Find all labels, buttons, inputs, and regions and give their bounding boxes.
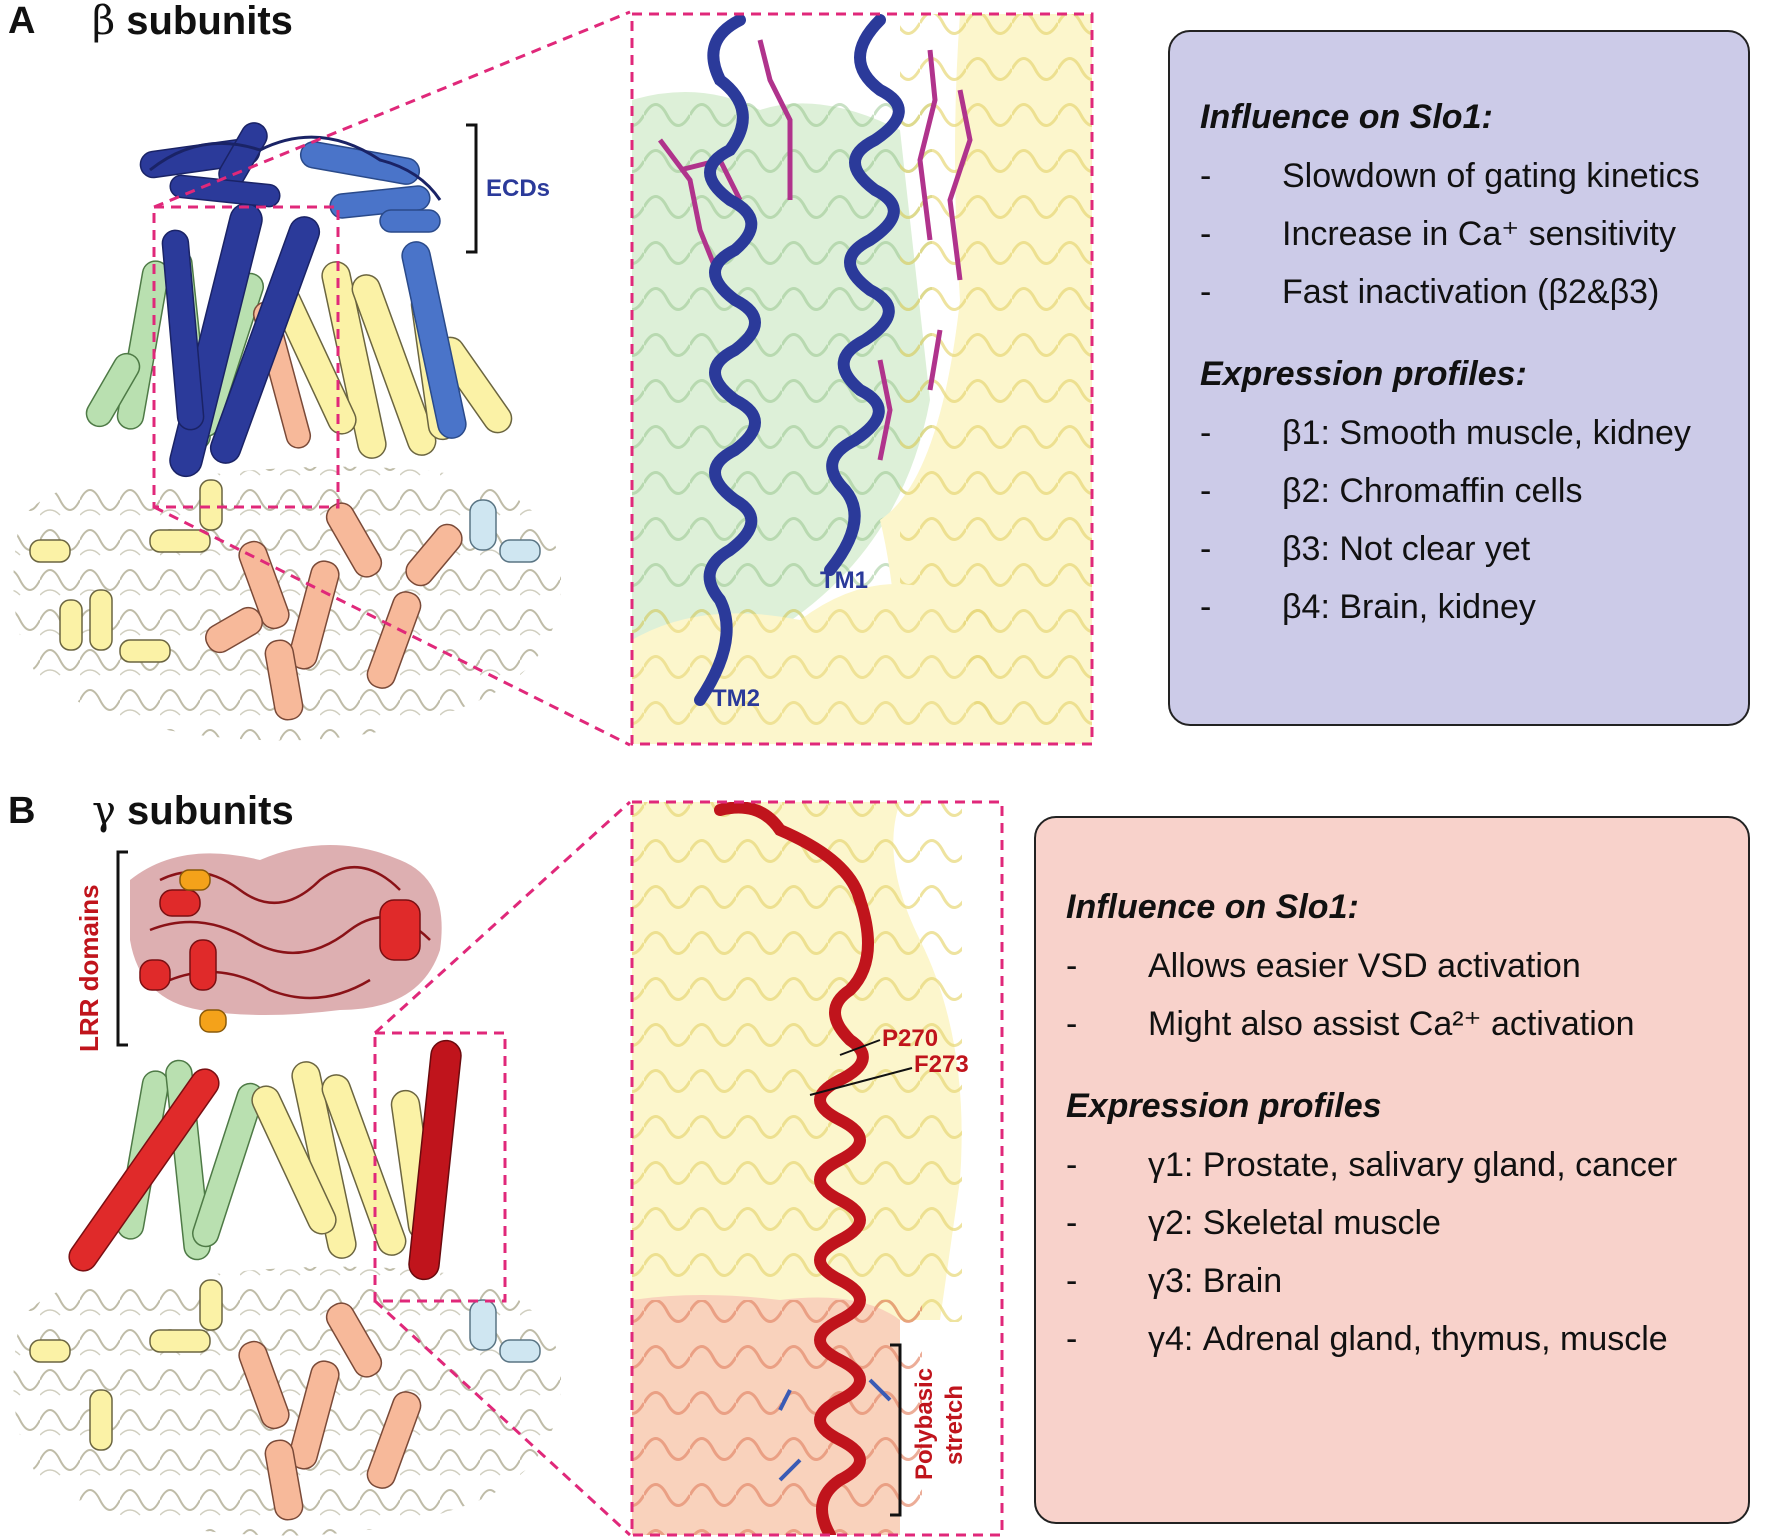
- gamma-influence-heading: Influence on Slo1:: [1066, 888, 1359, 926]
- beta-influence-heading: Influence on Slo1:: [1200, 98, 1493, 136]
- ecds-bracket: [466, 123, 478, 254]
- beta-expression-item: -β2: Chromaffin cells: [1200, 471, 1583, 510]
- beta-expression-item: -β3: Not clear yet: [1200, 529, 1531, 568]
- panel-b-greek: γ: [92, 788, 116, 834]
- gamma-influence-item: -Allows easier VSD activation: [1066, 946, 1581, 985]
- gamma-expression-item: -γ4: Adrenal gland, thymus, muscle: [1066, 1319, 1668, 1358]
- panel-a-title: β subunits: [92, 0, 293, 44]
- panel-b-title: γ subunits: [92, 788, 294, 834]
- polybasic-bracket: [890, 1343, 902, 1517]
- beta-info-box: Influence on Slo1: -Slowdown of gating k…: [1168, 30, 1750, 726]
- polybasic-label-2: stretch: [941, 1385, 968, 1465]
- gamma-expression-heading: Expression profiles: [1066, 1087, 1382, 1125]
- beta-expression-heading: Expression profiles:: [1200, 355, 1527, 393]
- beta-selection-box: [152, 205, 340, 509]
- ecds-label: ECDs: [486, 175, 550, 202]
- p270-pointer: [839, 1039, 881, 1056]
- panel-a-title-text: subunits: [126, 0, 293, 43]
- beta-subunit-structure: [13, 122, 562, 741]
- gamma-expression-item: -γ1: Prostate, salivary gland, cancer: [1066, 1145, 1678, 1184]
- panel-b-letter: B: [8, 790, 36, 832]
- f273-label: F273: [914, 1051, 969, 1078]
- gamma-expression-item: -γ3: Brain: [1066, 1261, 1283, 1300]
- gamma-influence-item: -Might also assist Ca²⁺ activation: [1066, 1004, 1635, 1044]
- zoom-guides-b: [373, 800, 632, 1537]
- panel-a-greek: β: [92, 0, 116, 44]
- beta-expression-item: -β1: Smooth muscle, kidney: [1200, 413, 1691, 452]
- p270-label: P270: [882, 1025, 938, 1052]
- beta-influence-item: -Increase in Ca⁺ sensitivity: [1200, 214, 1676, 254]
- lrr-bracket: [116, 850, 128, 1047]
- panel-a-letter: A: [8, 0, 36, 42]
- tm2-label: TM2: [712, 685, 760, 712]
- beta-zoom-panel: [630, 12, 1094, 746]
- polybasic-label-1: Polybasic: [911, 1368, 938, 1480]
- beta-expression-item: -β4: Brain, kidney: [1200, 587, 1536, 626]
- tm1-label: TM1: [820, 567, 868, 594]
- f273-pointer: [809, 1067, 913, 1096]
- gamma-expression-item: -γ2: Skeletal muscle: [1066, 1203, 1441, 1242]
- beta-influence-item: -Fast inactivation (β2&β3): [1200, 272, 1660, 311]
- beta-influence-item: -Slowdown of gating kinetics: [1200, 156, 1700, 195]
- gamma-info-box: Influence on Slo1: -Allows easier VSD ac…: [1034, 816, 1750, 1524]
- gamma-selection-box: [373, 1031, 507, 1303]
- gamma-zoom-panel: [630, 800, 1004, 1537]
- gamma-subunit-structure: [13, 845, 562, 1536]
- panel-b-title-text: subunits: [127, 789, 294, 833]
- zoom-guides: [153, 10, 631, 747]
- lrr-label: LRR domains: [74, 884, 104, 1052]
